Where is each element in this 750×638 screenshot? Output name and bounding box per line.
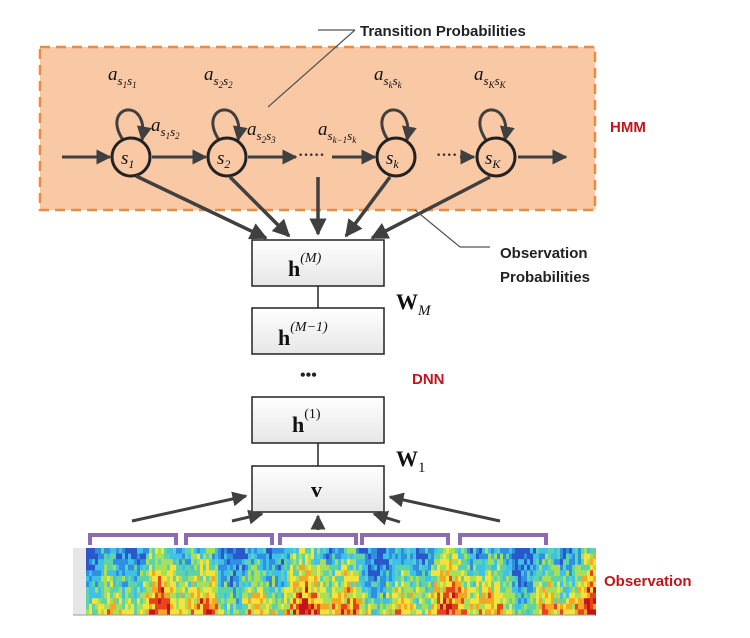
hmm-label: HMM — [610, 119, 646, 136]
layer-h1 — [251, 396, 385, 444]
observation-probabilities-label-2: Probabilities — [500, 269, 590, 286]
transition-callout-line — [267, 29, 356, 108]
obs-arrow-sk — [344, 175, 392, 238]
self-transition-label-2: as2s2 — [204, 64, 233, 90]
state-label-sk: sk — [386, 148, 399, 171]
input-arrow-2 — [231, 509, 264, 525]
layer-label-h1: h(1) — [292, 407, 321, 437]
input-arrow-5 — [388, 492, 501, 523]
self-loop-sk — [380, 108, 417, 142]
dnn-label: DNN — [412, 371, 445, 388]
observation-label: Observation — [604, 573, 692, 590]
weight-label-WM: WM — [396, 289, 432, 319]
frame-bracket-5 — [458, 533, 548, 545]
state-label-s1: s1 — [121, 148, 134, 171]
frame-bracket-4 — [360, 533, 450, 545]
obs-arrow-s1 — [135, 174, 268, 240]
forward-transition-label-k: ask−1sk — [318, 119, 357, 145]
obs-arrow-s2 — [228, 175, 291, 238]
transition-probabilities-label: Transition Probabilities — [360, 23, 526, 40]
state-s1 — [110, 136, 152, 178]
state-sk — [375, 136, 417, 178]
spectrogram-image — [73, 548, 596, 616]
frame-bracket-1 — [88, 533, 178, 545]
layer-label-v: v — [311, 477, 322, 502]
state-sK — [475, 136, 517, 178]
self-loop-s1 — [115, 108, 152, 142]
layer-label-hM-1: h(M−1) — [278, 320, 328, 350]
self-transition-label-K: asKsK — [474, 64, 507, 90]
self-transition-label-k: asksk — [374, 64, 403, 90]
chain-dots-a: ····· — [298, 147, 325, 164]
state-label-sK: sK — [485, 148, 501, 171]
frame-bracket-2 — [184, 533, 274, 545]
input-arrow-4 — [372, 510, 401, 526]
forward-transition-label-2-3: as2s3 — [247, 119, 276, 145]
layer-hM-1 — [251, 307, 385, 355]
layer-dots: ••• — [300, 367, 317, 384]
chain-dots-b: ···· — [436, 147, 457, 164]
layer-label-hM: h(M) — [288, 251, 322, 281]
frame-bracket-3 — [278, 533, 358, 545]
state-s2 — [206, 136, 248, 178]
self-loop-s2 — [211, 108, 248, 142]
state-label-s2: s2 — [217, 148, 230, 171]
obs-callout-line — [414, 209, 461, 248]
obs-arrow-sK — [370, 175, 491, 240]
self-transition-label-1: as1s1 — [108, 64, 137, 90]
layer-v — [251, 465, 385, 513]
self-loop-sK — [478, 108, 515, 142]
weight-label-W1: W1 — [396, 446, 426, 476]
observation-probabilities-label-1: Observation — [500, 245, 588, 262]
forward-transition-label-1-2: as1s2 — [151, 115, 180, 141]
input-arrow-1 — [131, 491, 248, 523]
